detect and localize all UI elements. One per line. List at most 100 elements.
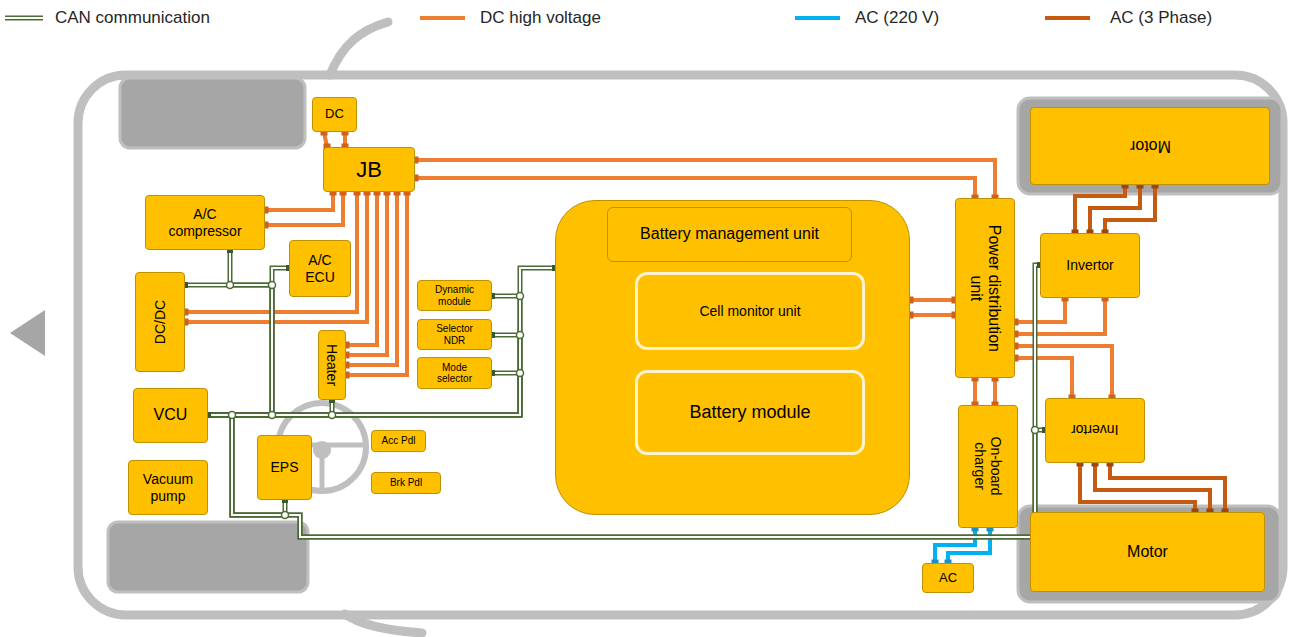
dc-high-voltage-line xyxy=(993,378,997,405)
dc-high-voltage-line xyxy=(1015,298,1105,334)
dc-high-voltage-line xyxy=(346,192,387,355)
component-label: Dynamic module xyxy=(427,284,482,307)
dc-high-voltage-line xyxy=(346,192,407,375)
component-label: Heater xyxy=(324,344,340,386)
component-box: Heater xyxy=(318,330,346,400)
can-bus-line xyxy=(208,296,520,415)
component-label: On-board charger xyxy=(972,427,1004,507)
ac-220v-line xyxy=(935,528,975,563)
component-box: Motor xyxy=(1030,107,1270,185)
dc-high-voltage-line xyxy=(1015,358,1072,398)
legend: CAN communication DC high voltage AC (220 … xyxy=(0,0,1292,36)
legend-item: CAN communication xyxy=(5,5,210,31)
can-bus-line xyxy=(208,250,272,415)
legend-item: AC (3 Phase) xyxy=(1045,5,1212,31)
three-phase-ac-line xyxy=(1075,185,1155,233)
legend-text: DC high voltage xyxy=(480,8,601,28)
dc-high-voltage-line xyxy=(910,313,955,317)
component-label: Invertor xyxy=(1071,422,1118,438)
legend-line xyxy=(1045,16,1090,20)
wheel xyxy=(120,78,305,148)
dc-high-voltage-line xyxy=(415,160,995,198)
component-label: Brk Pdl xyxy=(390,477,422,489)
component-label: VCU xyxy=(154,406,188,424)
dc-high-voltage-line xyxy=(1015,298,1065,322)
can-line-core xyxy=(208,268,555,415)
side-mirror xyxy=(345,614,422,633)
bus-junction xyxy=(229,412,236,419)
can-bus-line xyxy=(208,268,555,415)
component-box: Dynamic module xyxy=(417,280,492,311)
component-label: Power distribution unit xyxy=(967,222,1004,354)
dc-high-voltage-line xyxy=(1015,346,1112,398)
three-phase-ac-line xyxy=(1090,185,1140,233)
dc-high-voltage-line xyxy=(265,192,343,225)
component-box: A/C ECU xyxy=(289,240,351,297)
three-phase-ac-line xyxy=(1080,463,1225,512)
bus-junction xyxy=(517,293,524,300)
ac-220v-line xyxy=(948,528,990,563)
three-phase-ac-line xyxy=(1080,463,1195,512)
can-bus-line xyxy=(208,268,289,415)
wheel xyxy=(1018,506,1280,602)
dc-high-voltage-line xyxy=(265,192,333,210)
can-bus-line xyxy=(208,250,272,415)
ac-220v-line xyxy=(935,528,990,563)
side-mirror xyxy=(330,22,388,75)
dc-high-voltage-line xyxy=(910,300,955,315)
component-label: Mode selector xyxy=(430,362,480,385)
dc-high-voltage-line xyxy=(265,192,343,225)
legend-sample xyxy=(795,12,840,24)
bus-junction xyxy=(269,282,276,289)
component-label: Selector NDR xyxy=(430,323,480,346)
legend-line xyxy=(5,16,43,21)
component-box: Battery module xyxy=(635,370,865,455)
bus-junction xyxy=(269,412,276,419)
component-label: Motor xyxy=(1130,137,1171,155)
legend-text: AC (220 V) xyxy=(855,8,939,28)
bus-junction xyxy=(329,412,336,419)
legend-sample xyxy=(1045,12,1090,24)
component-label: Battery management unit xyxy=(640,225,819,243)
bus-junction xyxy=(1032,427,1039,434)
dc-high-voltage-line xyxy=(1015,298,1105,334)
component-label: Invertor xyxy=(1066,257,1113,273)
component-box: EPS xyxy=(257,435,312,500)
can-bus-line xyxy=(208,268,289,415)
dc-high-voltage-line xyxy=(346,192,407,375)
component-box: Motor xyxy=(1030,512,1265,592)
component-box: AC xyxy=(922,563,974,593)
bus-junction xyxy=(517,332,524,339)
dc-high-voltage-line xyxy=(975,378,995,405)
dc-high-voltage-line xyxy=(415,160,995,198)
component-box: Power distribution unit xyxy=(955,198,1015,378)
component-label: EPS xyxy=(270,459,298,475)
car-body-outline xyxy=(78,75,1283,615)
component-label: JB xyxy=(356,157,382,182)
can-bus-line xyxy=(208,296,520,415)
legend-item: DC high voltage xyxy=(420,5,601,31)
component-box: Mode selector xyxy=(417,357,492,389)
component-label: A/C compressor xyxy=(160,206,250,238)
component-box: Invertor xyxy=(1040,233,1140,298)
dc-high-voltage-line xyxy=(973,378,977,405)
three-phase-ac-line xyxy=(1105,185,1155,233)
component-label: Vacuum pump xyxy=(137,471,199,503)
component-box: JB xyxy=(323,147,415,192)
component-box: VCU xyxy=(133,388,208,443)
component-label: A/C ECU xyxy=(298,252,343,284)
dc-high-voltage-line xyxy=(910,298,955,302)
legend-line xyxy=(420,16,465,20)
component-box: Selector NDR xyxy=(417,319,492,350)
component-box: Cell monitor unit xyxy=(635,272,865,350)
can-line-core xyxy=(208,268,289,415)
component-label: Battery module xyxy=(689,402,810,423)
component-box: Brk Pdl xyxy=(371,472,441,494)
component-box: A/C compressor xyxy=(145,195,265,250)
battery-pack-box: Battery management unitCell monitor unit… xyxy=(555,200,910,515)
can-line-core xyxy=(208,296,520,415)
component-label: Cell monitor unit xyxy=(699,303,800,319)
component-box: DC xyxy=(312,97,357,132)
component-box: DC/DC xyxy=(135,272,185,372)
